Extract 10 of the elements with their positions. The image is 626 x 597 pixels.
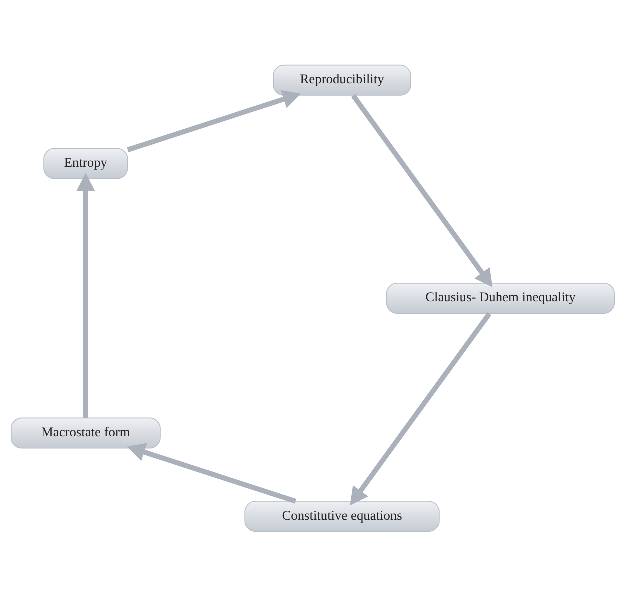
arrow — [351, 94, 493, 288]
node-box: Constitutive equations — [244, 501, 440, 532]
node-box: Reproducibility — [273, 64, 412, 96]
arrow — [76, 173, 96, 418]
node-box: Entropy — [44, 148, 128, 180]
arrow — [350, 312, 492, 506]
node-box: Clausius- Duhem inequality — [386, 283, 616, 314]
arrow — [127, 90, 301, 152]
node-box: Macrostate form — [10, 418, 161, 449]
arrow — [127, 443, 297, 504]
